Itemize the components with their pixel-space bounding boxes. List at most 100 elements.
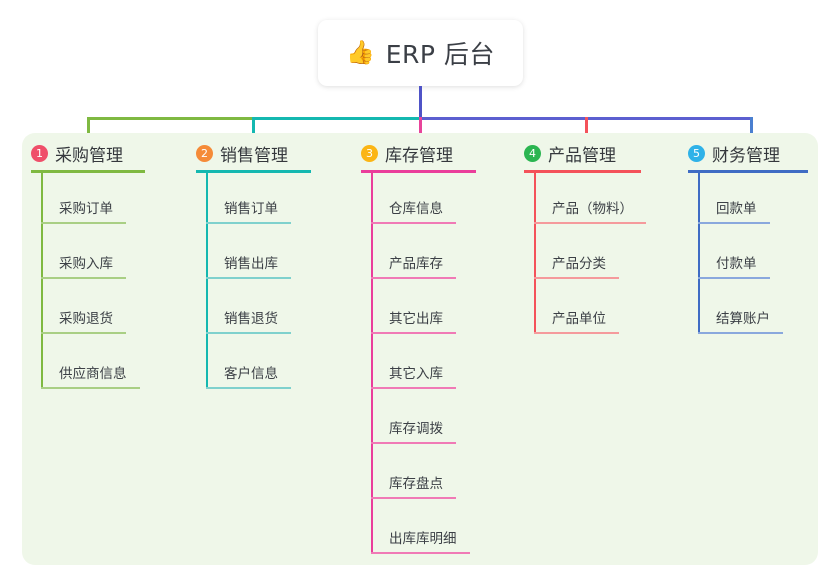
leaf-node[interactable]: 回款单 — [698, 196, 770, 224]
column-header-rule — [196, 170, 311, 173]
leaf-node-rule — [371, 552, 470, 554]
leaf-node-label: 产品分类 — [552, 256, 606, 272]
leaf-node-rule — [41, 332, 126, 334]
leaf-node-rule — [534, 222, 646, 224]
leaf-node-rule — [41, 222, 126, 224]
leaf-node-rule — [206, 387, 291, 389]
column-header-3[interactable]: 3 库存管理 — [361, 141, 453, 166]
leaf-node-label: 销售退货 — [224, 311, 278, 327]
number-badge-icon: 3 — [361, 145, 378, 162]
leaf-node[interactable]: 仓库信息 — [371, 196, 456, 224]
column-trunk-line — [41, 171, 43, 389]
root-title: ERP 后台 — [385, 40, 495, 69]
leaf-node[interactable]: 销售退货 — [206, 306, 291, 334]
leaf-node-rule — [371, 222, 456, 224]
branch-drop-connector-2 — [252, 117, 255, 145]
leaf-node-label: 产品（物料） — [552, 201, 633, 217]
leaf-node-rule — [698, 277, 770, 279]
leaf-node[interactable]: 其它出库 — [371, 306, 456, 334]
leaf-node-rule — [371, 497, 456, 499]
leaf-node-label: 供应商信息 — [59, 366, 127, 382]
leaf-node-label: 采购入库 — [59, 256, 113, 272]
leaf-node-rule — [41, 277, 126, 279]
leaf-node[interactable]: 库存盘点 — [371, 471, 456, 499]
leaf-node-rule — [534, 332, 619, 334]
leaf-node[interactable]: 销售出库 — [206, 251, 291, 279]
number-badge-icon: 2 — [196, 145, 213, 162]
leaf-node-label: 结算账户 — [716, 311, 770, 327]
leaf-node[interactable]: 采购入库 — [41, 251, 126, 279]
column-header-5[interactable]: 5 财务管理 — [688, 141, 780, 166]
leaf-node[interactable]: 供应商信息 — [41, 361, 140, 389]
column-header-2[interactable]: 2 销售管理 — [196, 141, 288, 166]
horizontal-connector-2 — [252, 117, 420, 120]
leaf-node-label: 仓库信息 — [389, 201, 443, 217]
leaf-node-label: 付款单 — [716, 256, 757, 272]
leaf-node[interactable]: 产品分类 — [534, 251, 619, 279]
column-header-rule — [361, 170, 476, 173]
leaf-node-label: 出库库明细 — [389, 531, 457, 547]
leaf-node-rule — [371, 277, 456, 279]
leaf-node-label: 销售订单 — [224, 201, 278, 217]
leaf-node[interactable]: 采购订单 — [41, 196, 126, 224]
leaf-node[interactable]: 销售订单 — [206, 196, 291, 224]
leaf-node-label: 采购订单 — [59, 201, 113, 217]
leaf-node-label: 产品单位 — [552, 311, 606, 327]
leaf-node[interactable]: 客户信息 — [206, 361, 291, 389]
branch-drop-connector-3 — [419, 117, 422, 145]
leaf-node-rule — [371, 442, 456, 444]
leaf-node-label: 采购退货 — [59, 311, 113, 327]
column-title: 库存管理 — [385, 146, 453, 166]
leaf-node-rule — [371, 332, 456, 334]
leaf-node-rule — [534, 277, 619, 279]
leaf-node-label: 其它入库 — [389, 366, 443, 382]
leaf-node[interactable]: 结算账户 — [698, 306, 783, 334]
column-title: 采购管理 — [55, 146, 123, 166]
column-header-4[interactable]: 4 产品管理 — [524, 141, 616, 166]
number-badge-icon: 1 — [31, 145, 48, 162]
column-header-rule — [688, 170, 808, 173]
branch-drop-connector-4 — [585, 117, 588, 145]
column-trunk-line — [206, 171, 208, 389]
leaf-node-rule — [698, 332, 783, 334]
branch-panel: 1 采购管理采购订单采购入库采购退货供应商信息 2 销售管理销售订单销售出库销售退货客… — [22, 133, 818, 565]
leaf-node[interactable]: 产品单位 — [534, 306, 619, 334]
column-header-rule — [524, 170, 641, 173]
leaf-node-label: 库存盘点 — [389, 476, 443, 492]
leaf-node-rule — [41, 387, 140, 389]
column-trunk-line — [698, 171, 700, 334]
leaf-node-rule — [371, 387, 456, 389]
leaf-node[interactable]: 产品库存 — [371, 251, 456, 279]
thumbs-up-icon: 👍 — [346, 39, 375, 66]
column-header-1[interactable]: 1 采购管理 — [31, 141, 123, 166]
column-title: 产品管理 — [548, 146, 616, 166]
leaf-node[interactable]: 采购退货 — [41, 306, 126, 334]
column-trunk-line — [371, 171, 373, 554]
leaf-node-rule — [206, 222, 291, 224]
column-header-rule — [31, 170, 145, 173]
number-badge-icon: 5 — [688, 145, 705, 162]
root-node[interactable]: 👍 ERP 后台 — [318, 20, 523, 86]
leaf-node-label: 回款单 — [716, 201, 757, 217]
leaf-node-label: 客户信息 — [224, 366, 278, 382]
leaf-node-label: 库存调拨 — [389, 421, 443, 437]
root-stem-connector — [419, 86, 422, 119]
leaf-node-label: 产品库存 — [389, 256, 443, 272]
column-title: 财务管理 — [712, 146, 780, 166]
branch-drop-connector-1 — [87, 117, 90, 145]
branch-drop-connector-5 — [750, 117, 753, 145]
column-title: 销售管理 — [220, 146, 288, 166]
leaf-node-rule — [206, 332, 291, 334]
horizontal-connector-1 — [87, 117, 253, 120]
leaf-node[interactable]: 出库库明细 — [371, 526, 470, 554]
leaf-node[interactable]: 产品（物料） — [534, 196, 646, 224]
leaf-node[interactable]: 库存调拨 — [371, 416, 456, 444]
leaf-node[interactable]: 其它入库 — [371, 361, 456, 389]
leaf-node-label: 销售出库 — [224, 256, 278, 272]
number-badge-icon: 4 — [524, 145, 541, 162]
leaf-node-rule — [206, 277, 291, 279]
leaf-node-rule — [698, 222, 770, 224]
leaf-node-label: 其它出库 — [389, 311, 443, 327]
leaf-node[interactable]: 付款单 — [698, 251, 770, 279]
column-trunk-line — [534, 171, 536, 334]
